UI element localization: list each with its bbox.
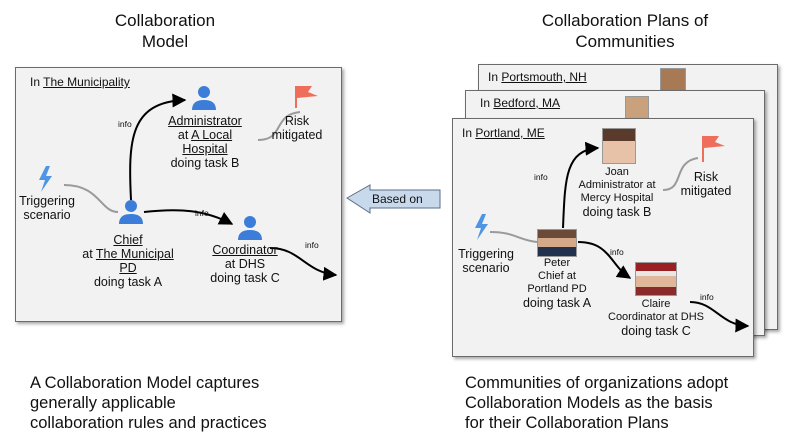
chief-person-icon bbox=[119, 200, 143, 224]
model-info-label-1: info bbox=[118, 119, 132, 129]
peter-node-label: Peter Chief at Portland PD doing task A bbox=[522, 257, 592, 310]
collaboration-model-panel bbox=[15, 67, 342, 322]
plan-joan-to-risk-connector bbox=[662, 157, 699, 191]
plan-peter-to-claire-arrow bbox=[577, 241, 632, 279]
bedford-header: In Bedford, MA bbox=[480, 96, 561, 110]
model-risk-flag-icon bbox=[295, 86, 318, 108]
joan-photo bbox=[602, 128, 636, 164]
arrow-left-icon bbox=[346, 184, 441, 214]
plan-peter-to-joan-arrow bbox=[562, 141, 600, 229]
model-header-place: The Municipality bbox=[43, 75, 130, 89]
chief-node-label: Chief at The Municipal PD doing task A bbox=[82, 233, 174, 289]
plan-claire-out-arrow bbox=[689, 301, 750, 333]
model-trigger-connector bbox=[63, 184, 119, 213]
plan-risk-flag-icon bbox=[702, 136, 725, 162]
model-info-label-2: info bbox=[195, 208, 209, 218]
left-caption: A Collaboration Model captures generally… bbox=[30, 374, 267, 432]
model-trigger-label: Triggering scenario bbox=[19, 194, 75, 222]
peter-photo bbox=[537, 229, 577, 257]
plan-info-label-1: info bbox=[534, 172, 548, 182]
model-trigger-lightning-icon bbox=[39, 166, 52, 192]
claire-node-label: Claire Coordinator at DHS doing task C bbox=[608, 298, 704, 338]
based-on-label: Based on bbox=[372, 192, 423, 206]
plan-risk-label: Risk mitigated bbox=[680, 170, 732, 198]
left-title: Collaboration Model bbox=[90, 10, 240, 52]
coordinator-node-label: Coordinator at DHS doing task C bbox=[210, 243, 280, 285]
left-title-line1: Collaboration bbox=[114, 11, 216, 30]
joan-node-label: Joan Administrator at Mercy Hospital doi… bbox=[578, 166, 656, 219]
left-title-line2: Model bbox=[141, 32, 189, 51]
model-chief-to-coordinator-arrow bbox=[143, 209, 234, 225]
plan-trigger-lightning-icon bbox=[475, 214, 488, 240]
plan-info-label-2: info bbox=[610, 247, 624, 257]
model-chief-to-admin-arrow bbox=[129, 93, 187, 201]
model-header: In The Municipality bbox=[30, 75, 130, 89]
model-info-label-3: info bbox=[305, 240, 319, 250]
administrator-person-icon bbox=[192, 86, 216, 110]
coordinator-person-icon bbox=[238, 216, 262, 240]
plan-trigger-label: Triggering scenario bbox=[458, 247, 514, 275]
claire-photo bbox=[635, 262, 677, 296]
portsmouth-header: In Portsmouth, NH bbox=[488, 70, 587, 84]
portland-header: In Portland, ME bbox=[462, 126, 545, 140]
right-title-line1: Collaboration Plans of bbox=[541, 11, 709, 30]
administrator-node-label: Administrator at A Local Hospital doing … bbox=[168, 114, 242, 170]
model-coordinator-out-arrow bbox=[269, 247, 338, 281]
right-caption: Communities of organizations adopt Colla… bbox=[465, 374, 729, 432]
model-risk-label: Risk mitigated bbox=[271, 114, 323, 142]
model-admin-to-risk-connector bbox=[257, 111, 301, 141]
right-title-line2: Communities bbox=[575, 32, 675, 51]
right-title: Collaboration Plans of Communities bbox=[500, 10, 750, 52]
plan-trigger-connector bbox=[489, 231, 538, 243]
plan-info-label-3: info bbox=[700, 292, 714, 302]
